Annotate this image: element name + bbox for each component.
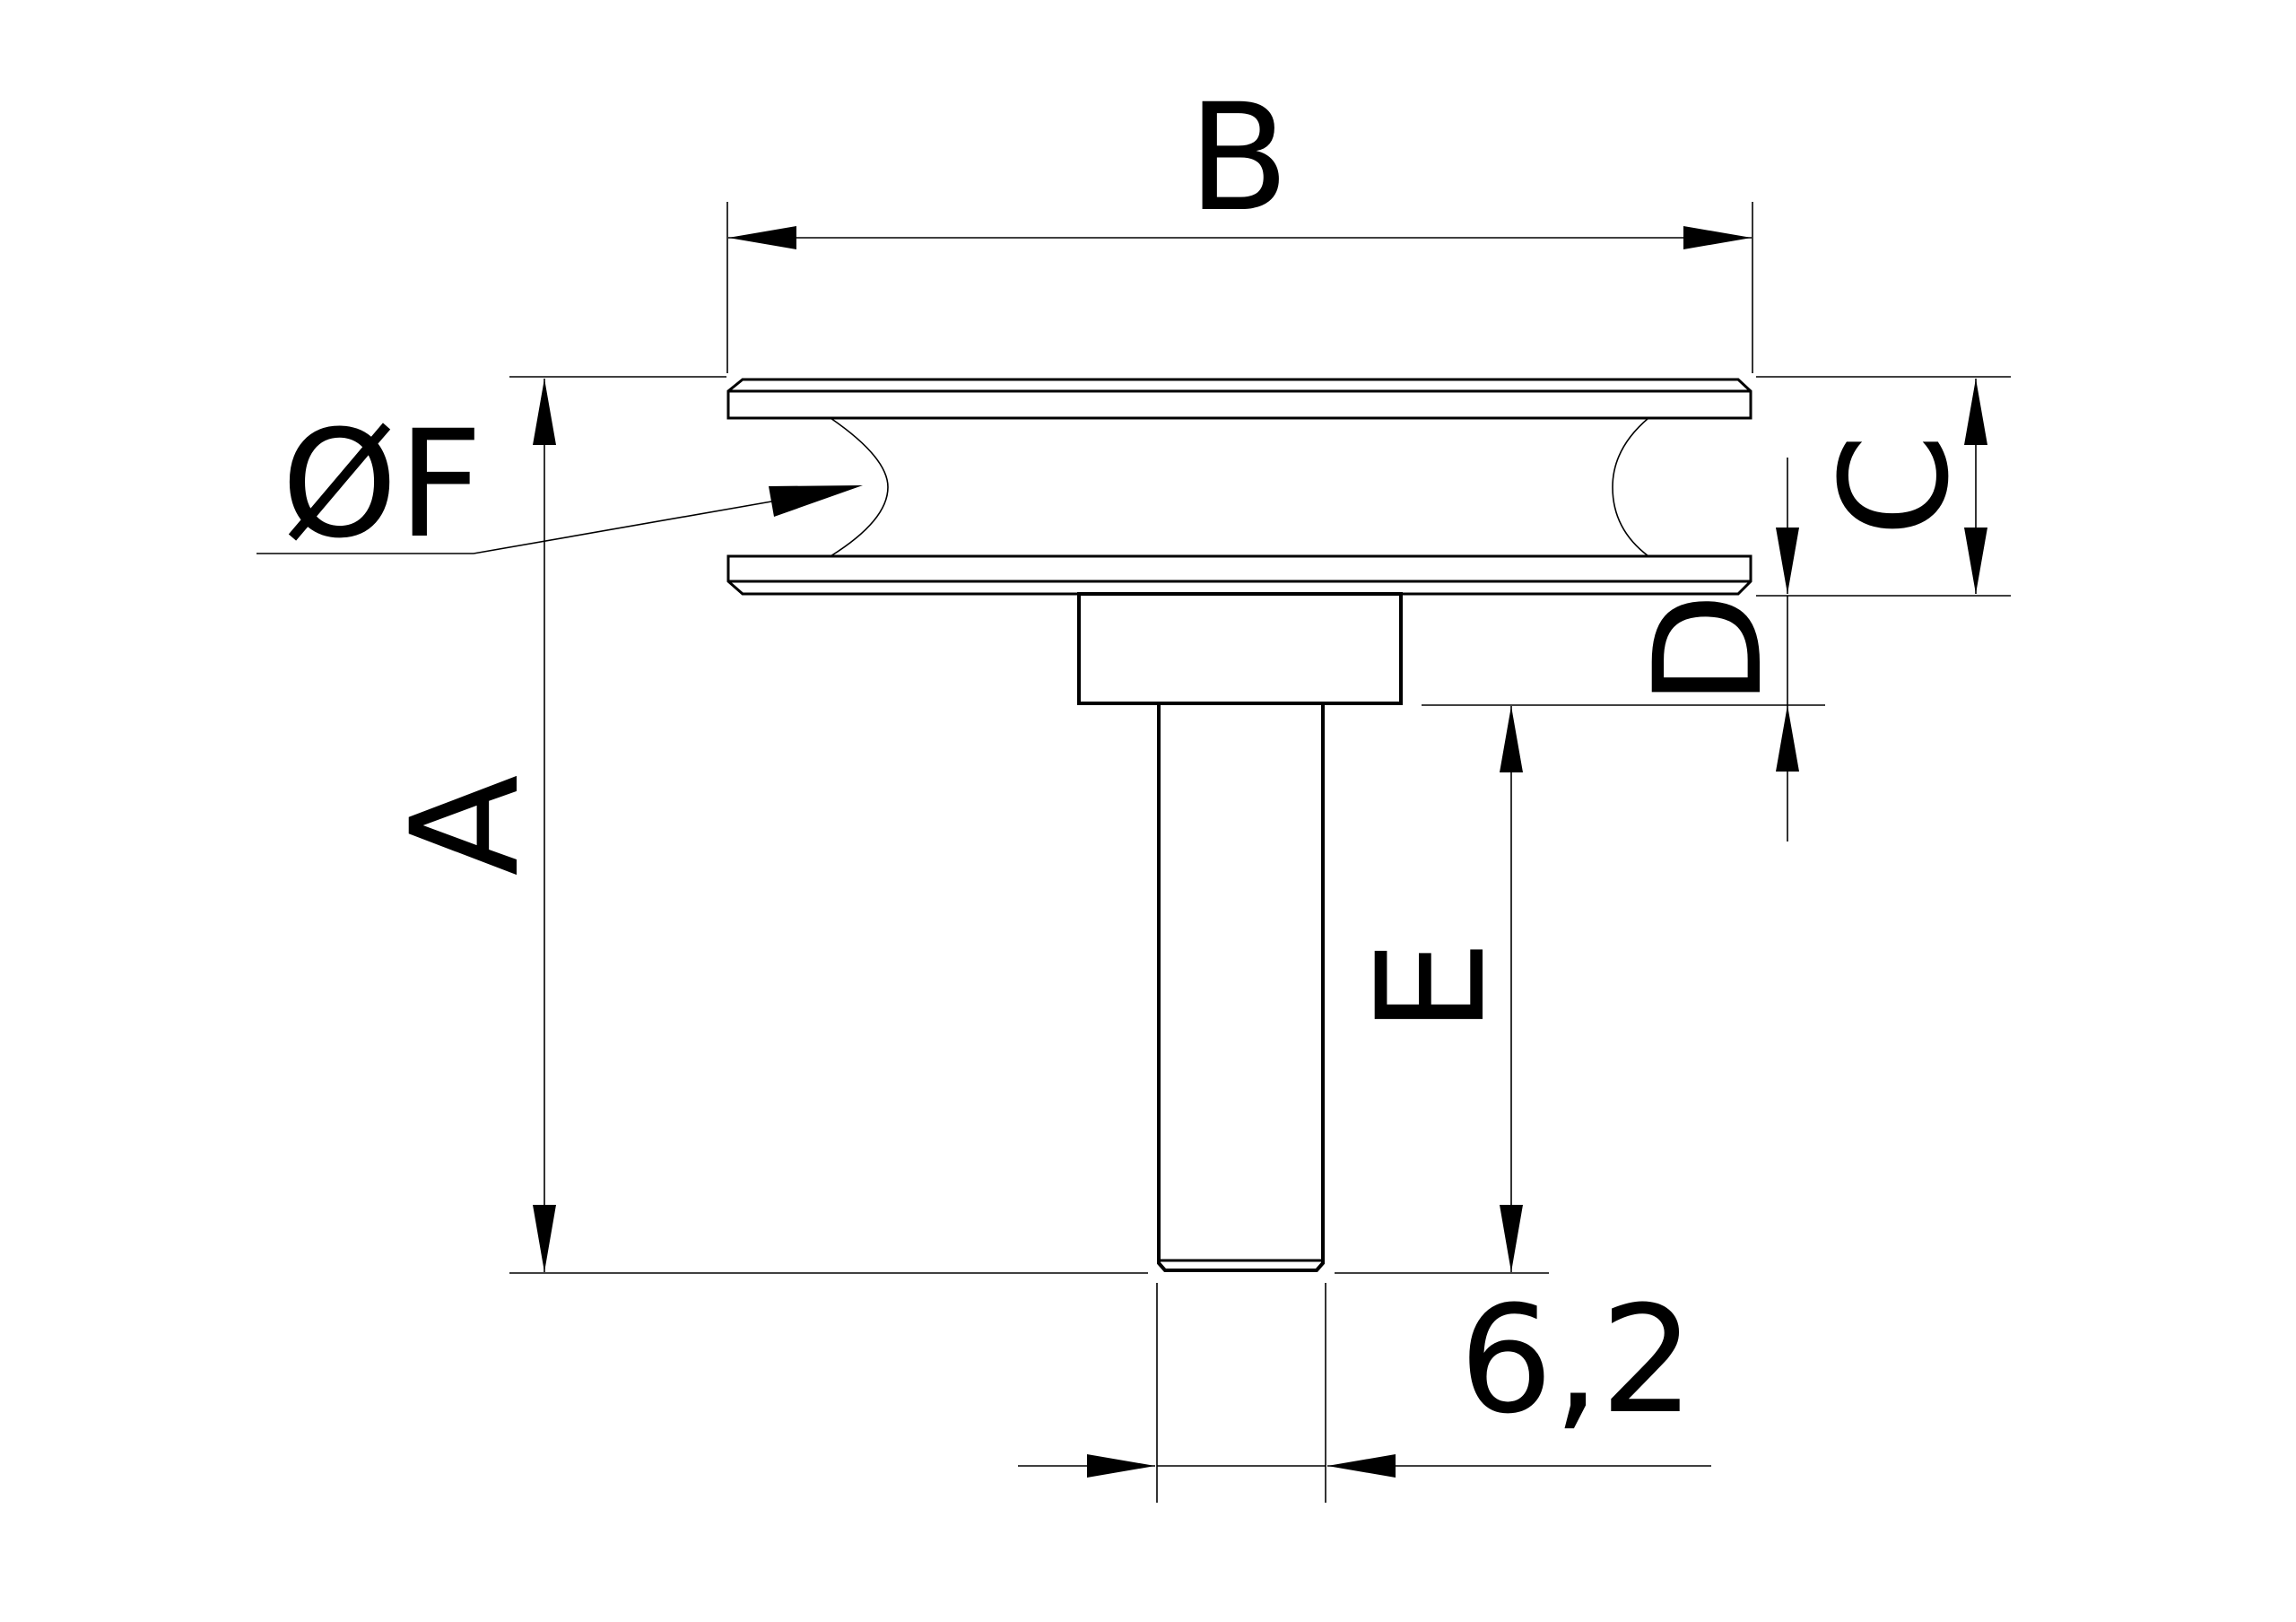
dimension-e-label: E (1345, 940, 1518, 1033)
dimension-c: C (1809, 379, 1987, 594)
dimension-a-label: A (379, 775, 552, 876)
groove (830, 417, 1649, 557)
dimension-a: A (379, 379, 556, 1272)
dimension-width: 6,2 (1018, 1274, 1711, 1478)
part-outline (726, 378, 1752, 1272)
dimension-width-label: 6,2 (1459, 1274, 1694, 1446)
bottom-flange (726, 554, 1752, 596)
pin (1157, 703, 1325, 1272)
dimension-e: E (1345, 706, 1523, 1272)
dimension-f-label: ØF (282, 398, 483, 571)
extension-lines (509, 202, 2011, 1503)
hub (1077, 592, 1403, 705)
dimension-d: D (1622, 458, 1799, 842)
top-flange (726, 378, 1752, 420)
dimension-f: ØF (257, 398, 863, 571)
dimension-b-label: B (1187, 72, 1289, 244)
dimension-b: B (728, 72, 1752, 249)
dimension-c-label: C (1809, 433, 1981, 536)
dimension-d-label: D (1622, 592, 1795, 706)
